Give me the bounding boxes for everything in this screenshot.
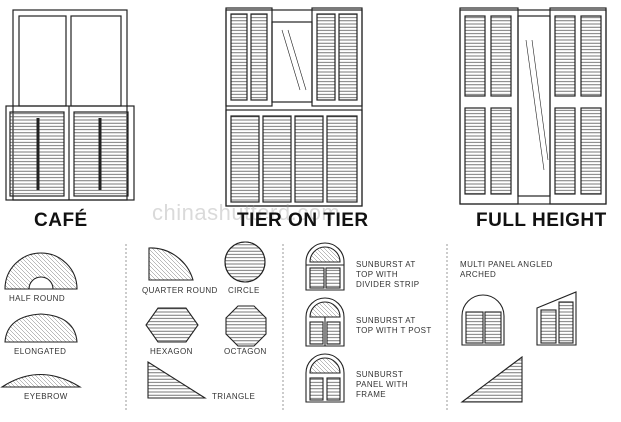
full-height-shutter-drawing: [459, 7, 607, 205]
label-elongated: ELONGATED: [14, 347, 67, 356]
label-eyebrow: EYEBROW: [24, 392, 68, 401]
label-sunburst-frame: SUNBURST PANEL WITH FRAME: [356, 370, 409, 399]
label-half-round: HALF ROUND: [9, 294, 66, 303]
half-round-shape: [4, 252, 78, 290]
tier-on-tier-shutter-drawing: [225, 7, 363, 207]
label-quarter-round: QUARTER ROUND: [142, 286, 218, 295]
label-triangle: TRIANGLE: [212, 392, 256, 401]
label-multi-panel: MULTI PANEL ANGLED ARCHED: [460, 260, 553, 279]
octagon-shape: [225, 305, 267, 347]
sunburst-frame-shape: [305, 353, 345, 403]
label-tier-on-tier: TIER ON TIER: [237, 210, 369, 231]
quarter-round-shape: [148, 247, 194, 281]
hexagon-shape: [145, 307, 199, 343]
label-sunburst-t-post: SUNBURST AT TOP WITH T POST: [356, 316, 432, 335]
circle-shape: [224, 241, 266, 283]
cafe-shutter-drawing: [5, 9, 135, 201]
label-octagon: OCTAGON: [224, 347, 267, 356]
eyebrow-shape: [0, 373, 82, 388]
watermark: chinashutterd.com: [152, 200, 341, 225]
sunburst-divider-strip-shape: [305, 242, 345, 291]
elongated-shape: [4, 313, 78, 343]
section-dividers: [125, 244, 448, 412]
label-cafe: CAFÉ: [34, 210, 88, 231]
multi-panel-arched-shape: [461, 294, 505, 346]
angled-arched-triangle-shape: [460, 355, 523, 403]
label-circle: CIRCLE: [228, 286, 260, 295]
sunburst-t-post-shape: [305, 297, 345, 347]
triangle-shape: [147, 361, 207, 399]
multi-panel-angled-shape: [536, 291, 577, 346]
label-hexagon: HEXAGON: [150, 347, 193, 356]
label-sunburst-divider: SUNBURST AT TOP WITH DIVIDER STRIP: [356, 260, 420, 289]
label-full-height: FULL HEIGHT: [476, 210, 607, 231]
